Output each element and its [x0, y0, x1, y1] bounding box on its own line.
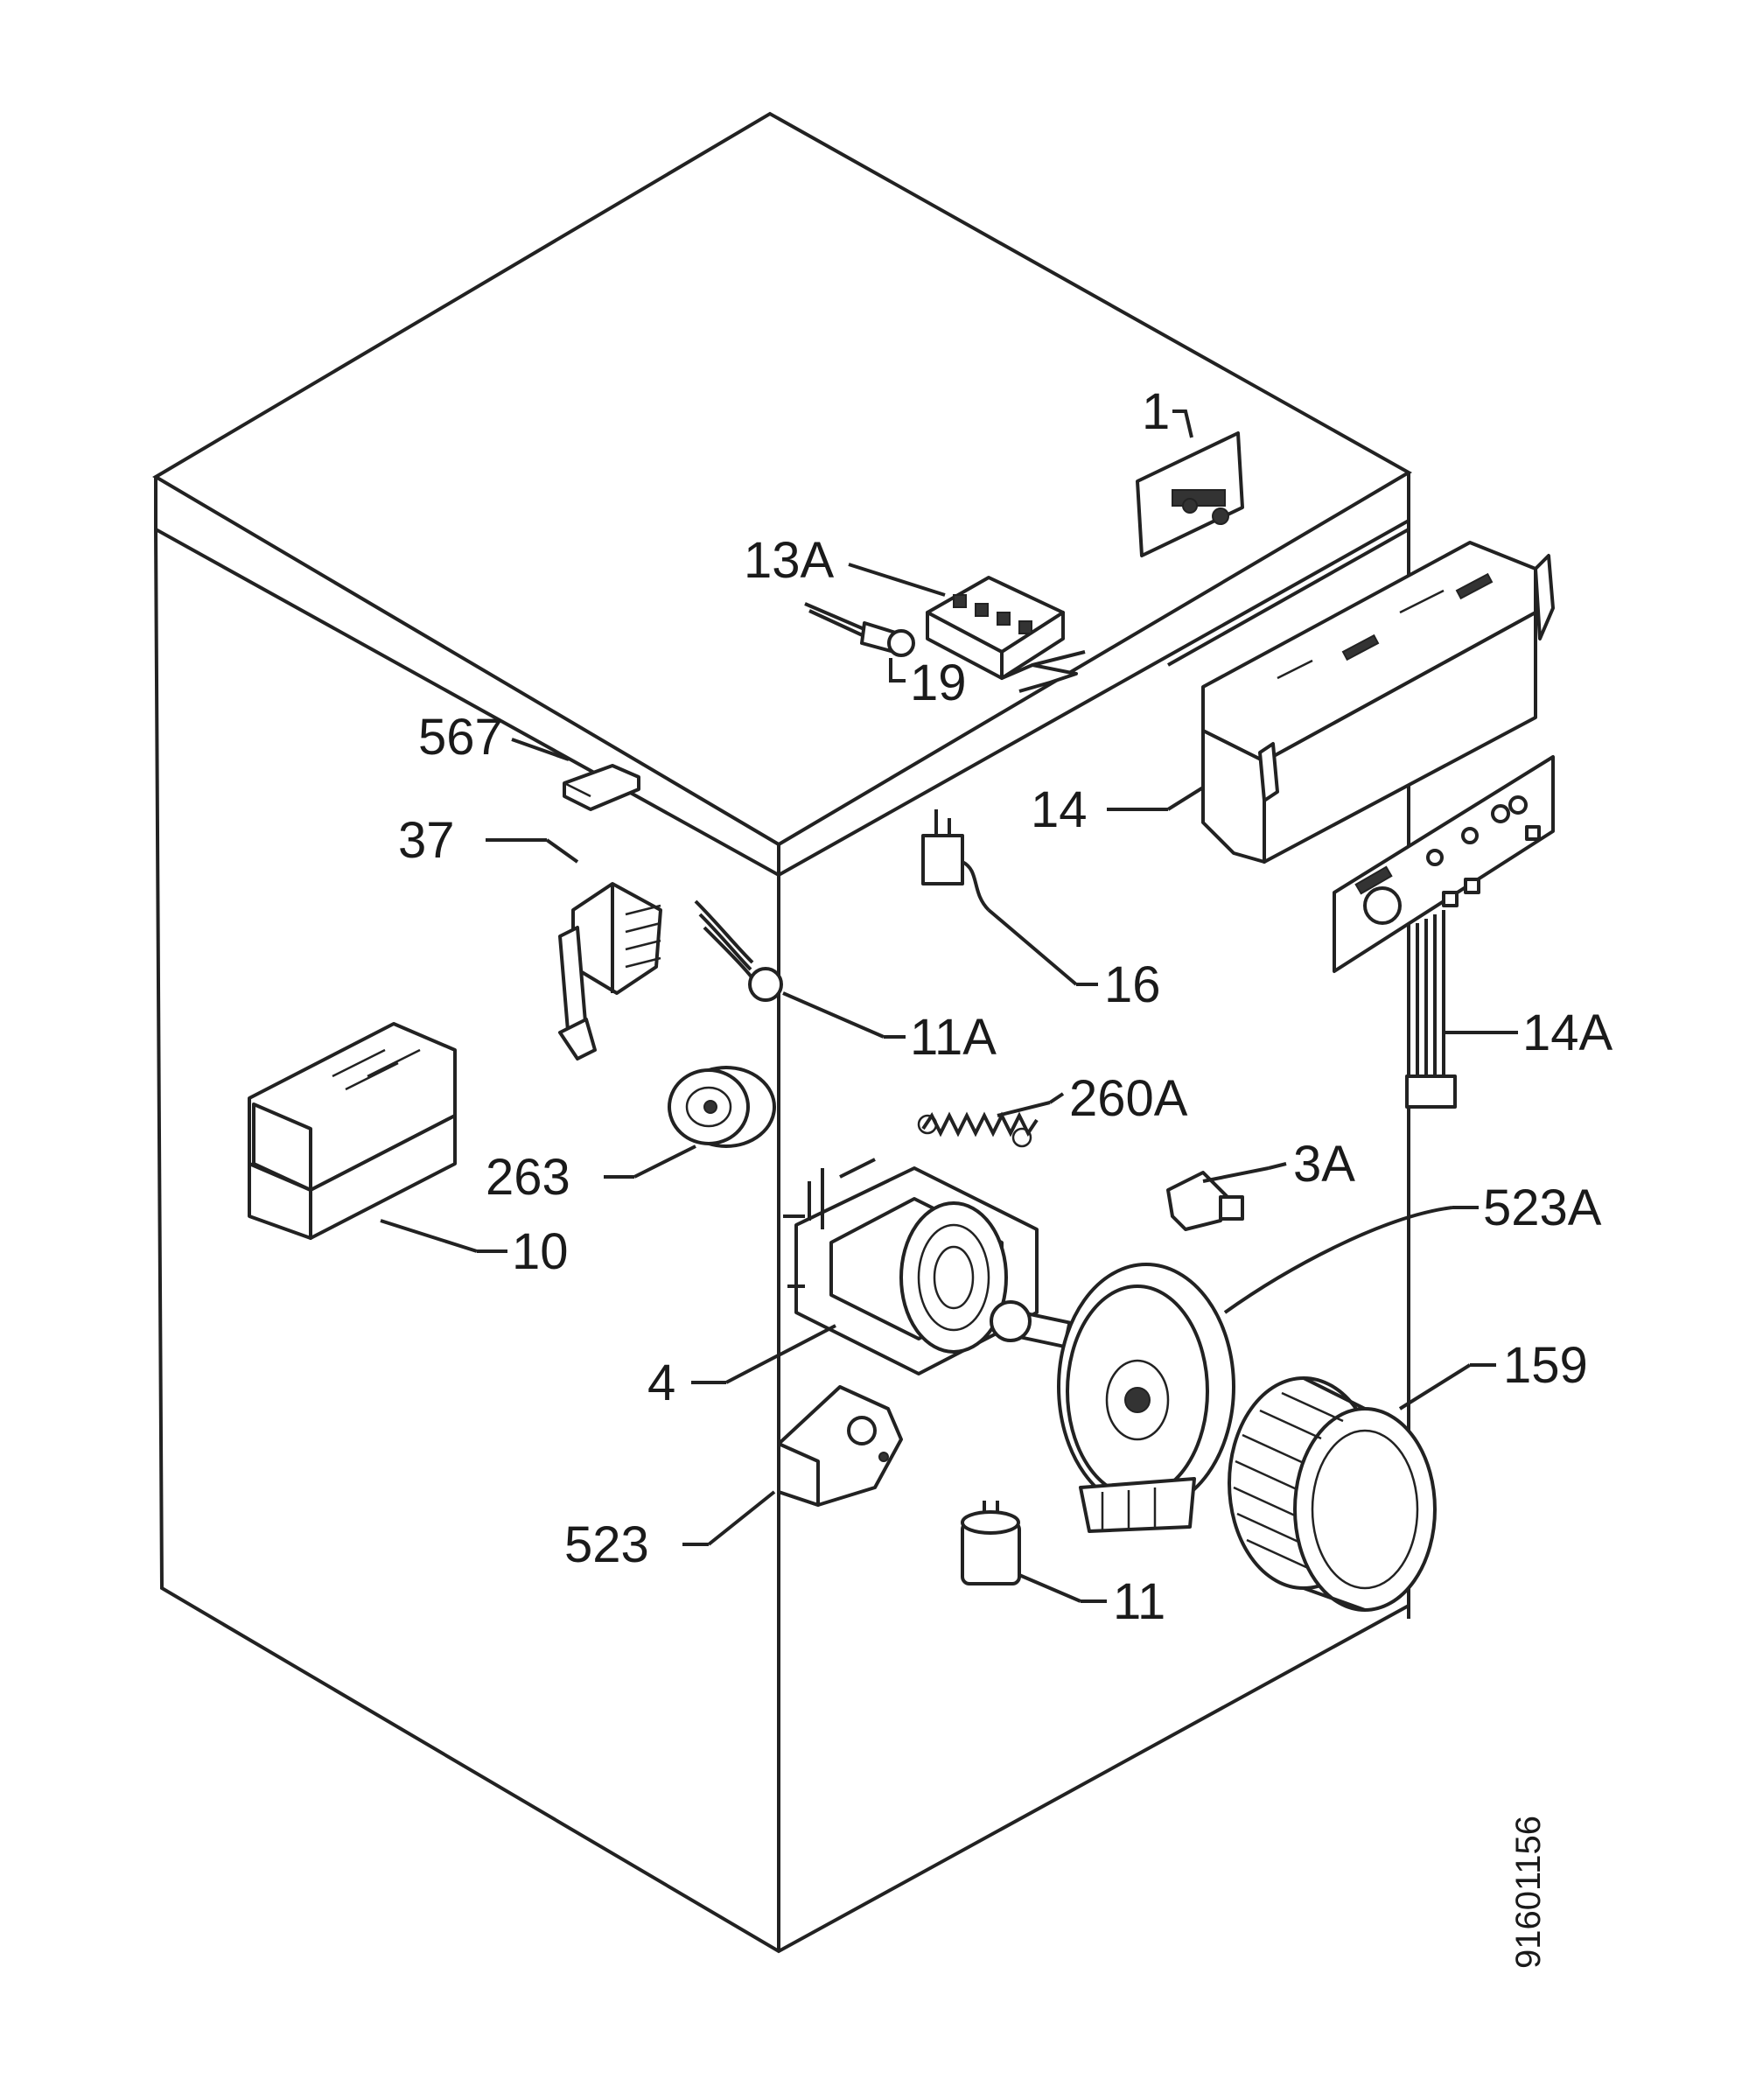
label-10: 10 [512, 1223, 569, 1280]
label-567: 567 [418, 709, 503, 766]
label-3a: 3A [1293, 1136, 1355, 1193]
part-3a-sensor [1166, 1162, 1287, 1231]
label-263: 263 [486, 1149, 570, 1206]
part-260a-spring [917, 1092, 1065, 1148]
part-14a-electronic-board [1333, 755, 1555, 1109]
part-11-capacitor [961, 1501, 1107, 1603]
part-19-sensor [804, 602, 915, 682]
part-16-microswitch [921, 809, 1098, 986]
document-id: 91601156 [1509, 1816, 1548, 1969]
label-159: 159 [1503, 1337, 1588, 1394]
part-523a-fan-housing [1057, 1206, 1479, 1533]
callout-labels: 1 13A 19 567 37 14 16 14A 11A 260A 263 3… [398, 383, 1613, 1630]
label-16: 16 [1104, 956, 1161, 1013]
part-159-blower-wheel [1228, 1363, 1496, 1612]
part-4-motor [691, 1158, 1072, 1384]
label-14a: 14A [1522, 1004, 1613, 1061]
label-11: 11 [1113, 1573, 1165, 1630]
part-14-control-housing [1107, 541, 1555, 864]
part-13a-terminal-block [848, 563, 1086, 693]
part-10-filter-box [248, 1022, 507, 1253]
part-523-bracket [682, 1385, 903, 1546]
part-37-door-switch [486, 838, 662, 1060]
label-14: 14 [1031, 781, 1088, 838]
label-13a: 13A [744, 532, 835, 589]
part-263-pulley [604, 1066, 776, 1179]
label-4: 4 [647, 1354, 675, 1411]
label-523a: 523A [1483, 1180, 1602, 1236]
part-567-bracket [511, 738, 640, 811]
cabinet-outline [152, 111, 1413, 1954]
label-523: 523 [564, 1516, 649, 1573]
label-1: 1 [1142, 383, 1170, 440]
label-260a: 260A [1069, 1070, 1188, 1127]
part-1-switch [1136, 410, 1244, 557]
label-37: 37 [398, 812, 455, 869]
label-19: 19 [910, 654, 967, 711]
label-11a: 11A [910, 1009, 997, 1066]
part-11a-thermistor [694, 900, 906, 1039]
